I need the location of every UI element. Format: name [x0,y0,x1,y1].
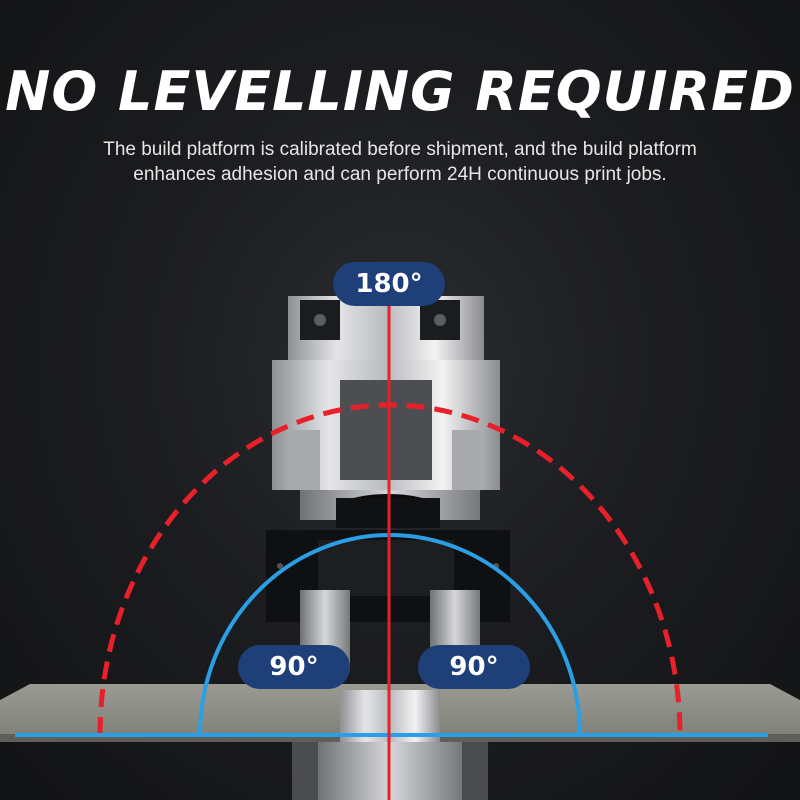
subtitle-line-2: enhances adhesion and can perform 24H co… [133,164,667,185]
z-axis-mechanism [272,296,500,528]
page-subtitle: The build platform is calibrated before … [60,137,740,187]
subtitle-line-1: The build platform is calibrated before … [103,139,697,160]
angle-badge-180: 180° [333,262,445,306]
page-title: NO LEVELLING REQUIRED [5,60,795,123]
angle-badge-90-left: 90° [238,645,350,689]
angle-badge-90-right: 90° [418,645,530,689]
